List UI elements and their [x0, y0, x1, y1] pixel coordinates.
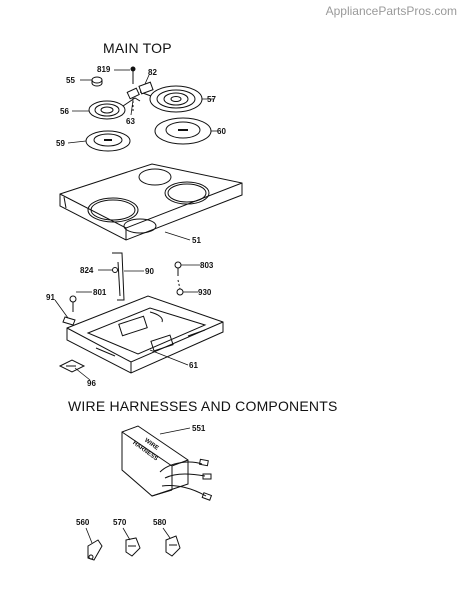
part-61-bottom-pan[interactable]: [66, 295, 224, 374]
part-82-connector[interactable]: [138, 81, 154, 95]
part-56-small-burner[interactable]: [88, 97, 141, 120]
leader-lines: [54, 69, 218, 435]
label-61: 61: [189, 361, 198, 370]
label-580: 580: [153, 518, 167, 527]
label-824: 824: [80, 266, 94, 275]
part-803-screw[interactable]: [174, 261, 182, 276]
part-824-screw[interactable]: [112, 267, 118, 273]
part-91-clip[interactable]: [62, 316, 76, 326]
label-803: 803: [200, 261, 214, 270]
label-801: 801: [93, 288, 107, 297]
part-51-main-top[interactable]: [59, 163, 243, 241]
label-90: 90: [145, 267, 154, 276]
part-55-knob[interactable]: [91, 76, 103, 87]
label-51: 51: [192, 236, 201, 245]
label-570: 570: [113, 518, 127, 527]
part-96-shield[interactable]: [58, 359, 86, 373]
part-60-large-drip-bowl[interactable]: [154, 117, 212, 145]
part-63-receptacle[interactable]: [126, 87, 140, 112]
part-570-terminal[interactable]: [125, 537, 141, 557]
part-930-clip[interactable]: [176, 279, 184, 296]
part-551-wire-harness-box[interactable]: [121, 425, 213, 501]
part-580-terminal[interactable]: [165, 535, 181, 557]
section-title-wire-harnesses: WIRE HARNESSES AND COMPONENTS: [68, 398, 338, 414]
label-63: 63: [126, 117, 135, 126]
label-59: 59: [56, 139, 65, 148]
label-82: 82: [148, 68, 157, 77]
label-91: 91: [46, 293, 55, 302]
label-551: 551: [192, 424, 206, 433]
label-930: 930: [198, 288, 212, 297]
section-title-main-top: MAIN TOP: [103, 40, 172, 56]
label-96: 96: [87, 379, 96, 388]
label-56: 56: [60, 107, 69, 116]
site-watermark: AppliancePartsPros.com: [325, 4, 457, 18]
part-59-small-drip-bowl[interactable]: [85, 130, 131, 152]
part-560-terminal[interactable]: [87, 539, 103, 561]
label-55: 55: [66, 76, 75, 85]
part-819-screw[interactable]: [130, 66, 136, 84]
label-560: 560: [76, 518, 90, 527]
part-801-screw[interactable]: [69, 295, 77, 312]
label-57: 57: [207, 95, 216, 104]
part-90-bracket[interactable]: [112, 252, 125, 301]
label-819: 819: [97, 65, 111, 74]
label-60: 60: [217, 127, 226, 136]
